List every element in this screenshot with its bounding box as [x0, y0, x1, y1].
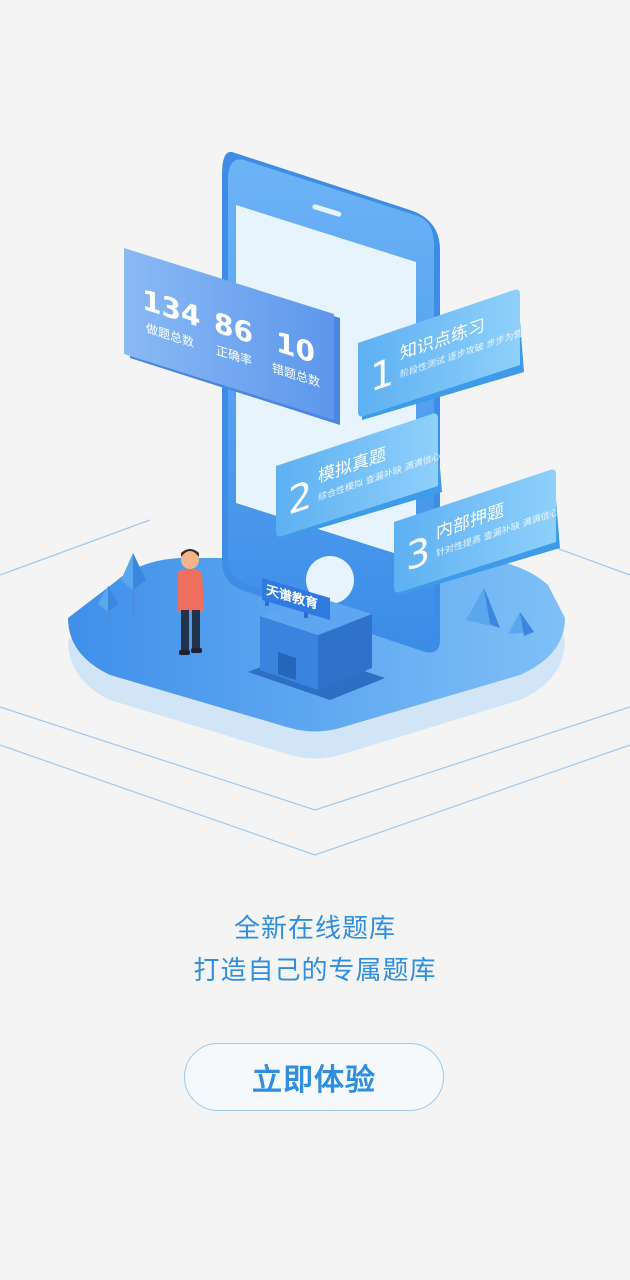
tagline-line-1: 全新在线题库: [233, 914, 396, 944]
hero-illustration: 134 做题总数 86 正确率 10 错题总数 1 知识点练习 阶段性测试 逐步…: [0, 151, 630, 856]
feature-card-3: 3 内部押题 针对性提高 查漏补缺 满满信心: [394, 469, 560, 596]
building-icon: 天谱教育: [248, 578, 385, 700]
feature-card-2: 2 模拟真题 综合性模拟 查漏补缺 满满信心: [276, 413, 442, 540]
pyramid-icon: [466, 588, 534, 636]
person-icon: [178, 549, 204, 655]
tagline-line-2: 打造自己的专属题库: [193, 956, 437, 986]
tree-icon: [121, 553, 146, 615]
tree-icon: [98, 586, 118, 630]
feature-2-num: 2: [288, 473, 312, 525]
stats-card: 134 做题总数 86 正确率 10 错题总数: [124, 248, 340, 425]
ground-lines: [0, 519, 630, 856]
feature-3-num: 3: [406, 529, 430, 581]
try-now-button[interactable]: 立即体验: [184, 1043, 444, 1111]
feature-card-1: 1 知识点练习 阶段性测试 逐步攻破 步步为营: [358, 289, 524, 420]
feature-1-num: 1: [370, 350, 394, 402]
